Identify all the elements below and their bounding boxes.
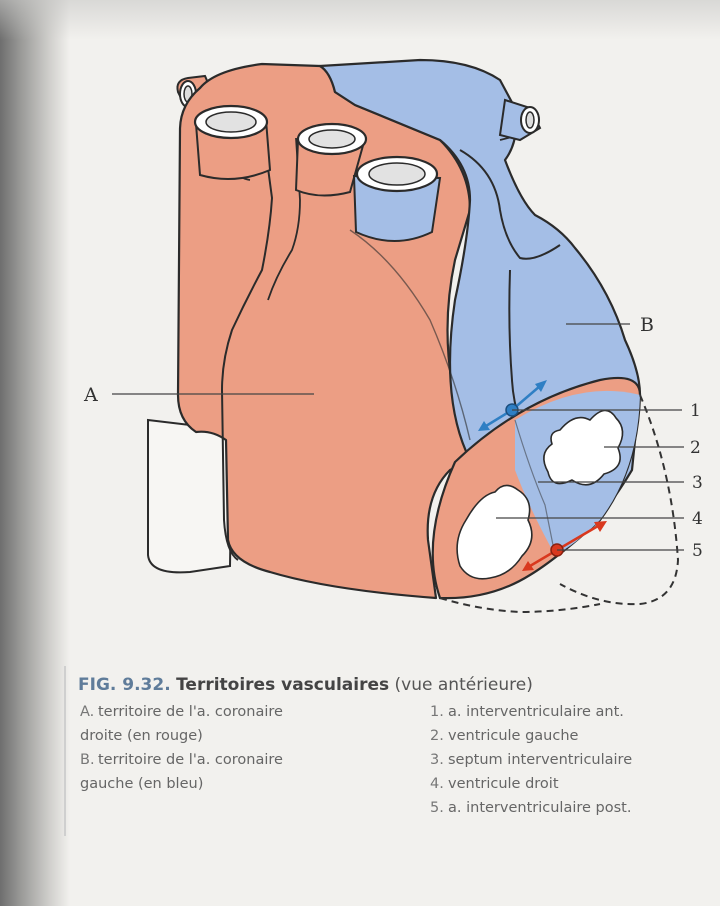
legend-item-b-cont: gauche (en bleu) — [80, 772, 380, 796]
figure-number: FIG. 9.32. — [78, 675, 171, 695]
legend-item-1: 1. a. interventriculaire ant. — [430, 700, 710, 724]
legend-key: B. — [80, 748, 98, 772]
legend-item-3: 3. septum interventriculaire — [430, 748, 710, 772]
legend-text: ventricule gauche — [448, 724, 578, 748]
legend-key: A. — [80, 700, 98, 724]
inferior-vessel — [148, 420, 232, 572]
label-2: 2 — [690, 438, 701, 458]
legend-key: 5. — [430, 796, 448, 820]
heart-illustration: A B 1 2 3 4 5 — [0, 0, 720, 660]
back-vessel-right — [500, 100, 540, 140]
legend-text: a. interventriculaire post. — [448, 796, 631, 820]
label-5: 5 — [692, 541, 703, 561]
legend-item-a-cont: droite (en rouge) — [80, 724, 380, 748]
figure-subtitle: (vue antérieure) — [395, 675, 533, 695]
legend-text: septum interventriculaire — [448, 748, 632, 772]
legend-text: territoire de l'a. coronaire — [98, 748, 283, 772]
legend-key: 3. — [430, 748, 448, 772]
label-b: B — [640, 314, 654, 336]
legend-left: A. territoire de l'a. coronaire droite (… — [80, 700, 380, 796]
legend-item-4: 4. ventricule droit — [430, 772, 710, 796]
caption-rule — [64, 666, 66, 836]
legend-item-a: A. territoire de l'a. coronaire — [80, 700, 380, 724]
legend-text: gauche (en bleu) — [80, 772, 203, 796]
legend-key: 2. — [430, 724, 448, 748]
figure-title: Territoires vasculaires — [176, 675, 389, 695]
legend-key: 1. — [430, 700, 448, 724]
legend-text: ventricule droit — [448, 772, 559, 796]
legend-key: 4. — [430, 772, 448, 796]
legend-item-b: B. territoire de l'a. coronaire — [80, 748, 380, 772]
legend-item-5: 5. a. interventriculaire post. — [430, 796, 710, 820]
label-3: 3 — [692, 473, 703, 493]
legend-text: droite (en rouge) — [80, 724, 203, 748]
legend-text: territoire de l'a. coronaire — [98, 700, 283, 724]
vessel-tube-3 — [354, 157, 440, 241]
legend-item-2: 2. ventricule gauche — [430, 724, 710, 748]
vessel-tube-1 — [195, 106, 270, 179]
label-4: 4 — [692, 509, 703, 529]
figure-caption: FIG. 9.32. Territoires vasculaires (vue … — [78, 675, 533, 695]
label-a: A — [83, 384, 98, 406]
label-1: 1 — [690, 401, 701, 421]
legend-right: 1. a. interventriculaire ant. 2. ventric… — [430, 700, 710, 820]
legend-text: a. interventriculaire ant. — [448, 700, 624, 724]
